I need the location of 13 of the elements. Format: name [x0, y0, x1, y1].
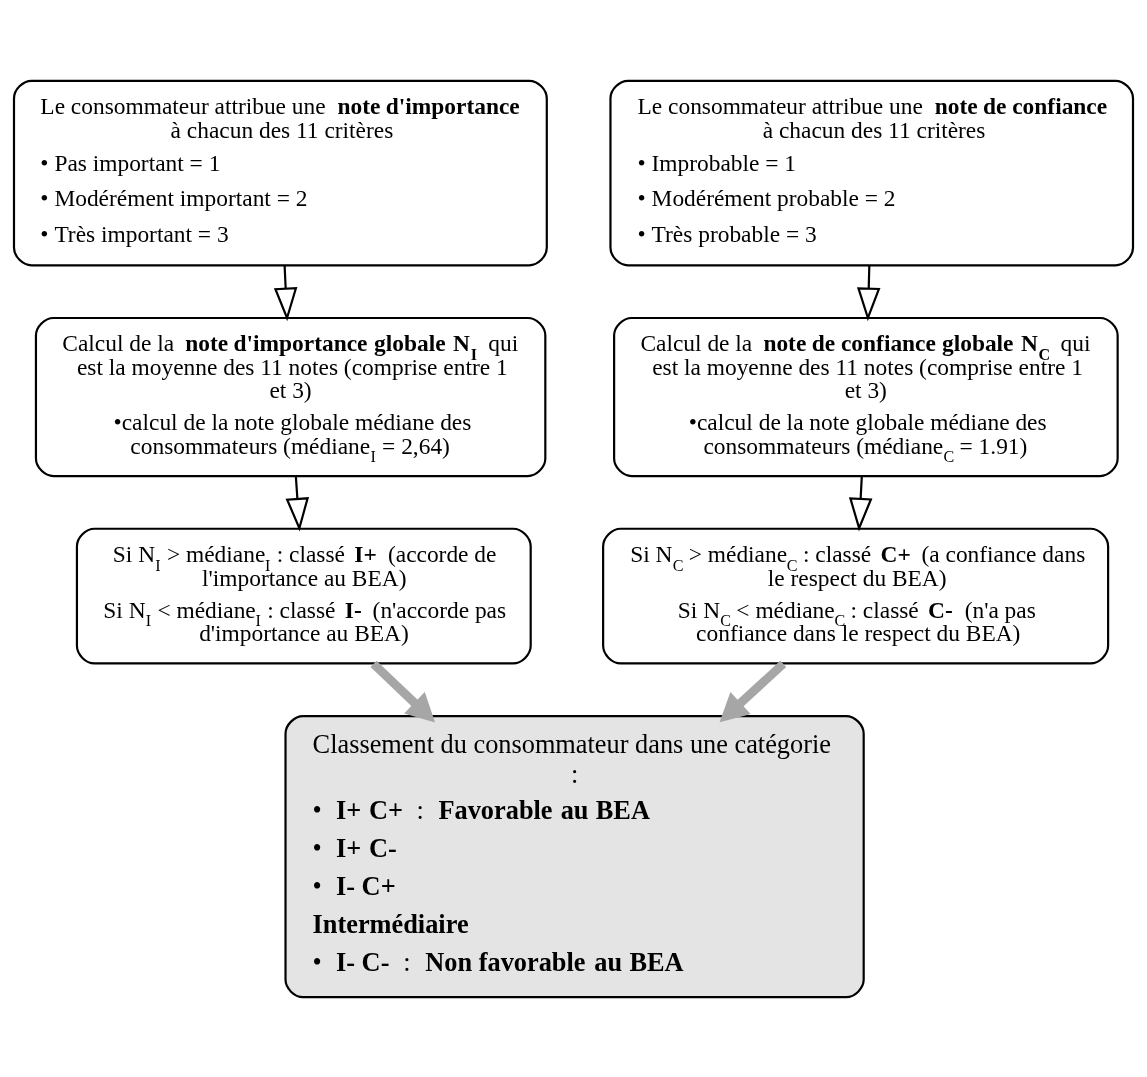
node-box: Le consommateur attribue une note d'importance à chacun des 11 critères • Pas important = 1 • Modérément important = 2 • Très important = 3 — [12, 79, 548, 266]
node-box: Le consommateur attribue une note de confiance à chacun des 11 critères • Improbable = 1 • Modérément probable = 2 • Très probable = 3 — [609, 79, 1135, 266]
node-box: Si N$_{I}$ > médiane$_{I}$ : classé I+ (accorde de l'importance au BEA) Si N$_{I}$ < médiane$_{I}$ : classé I- (n'accorde pas d'importance au BEA) — [75, 527, 532, 664]
arrow — [285, 476, 310, 531]
arrow — [719, 660, 787, 722]
node-box: Calcul de la note de confiance globale N$_{C}$ qui est la moyenne des 11 notes (comprise entre 1 et 3) •calcul de la note globale médiane des consommateurs (médiane$_{C}$ = 1.91) — [613, 316, 1119, 477]
node-box: Calcul de la note d'importance globale N$_{I}$ qui est la moyenne des 11 notes (comprise entre 1 et 3) •calcul de la note globale médiane des consommateurs (médiane$_{I}$ = 2,64) — [34, 316, 547, 477]
arrow — [856, 265, 881, 321]
arrow — [273, 265, 298, 321]
node-box: Classement du consommateur dans une catégorie : • I+ C+ : Favorable au BEA • I+ C- • I- C+ Intermédiaire • I- C- : Non favorable au BEA — [284, 714, 865, 998]
arrow — [848, 476, 873, 531]
arrow — [370, 660, 436, 722]
node-box: Si N$_{C}$ > médiane$_{C}$ : classé C+ (a confiance dans le respect du BEA) Si N$_{C}$ < médiane$_{C}$ : classé C- (n'a pas confiance dans le respect du BEA) — [602, 527, 1110, 664]
